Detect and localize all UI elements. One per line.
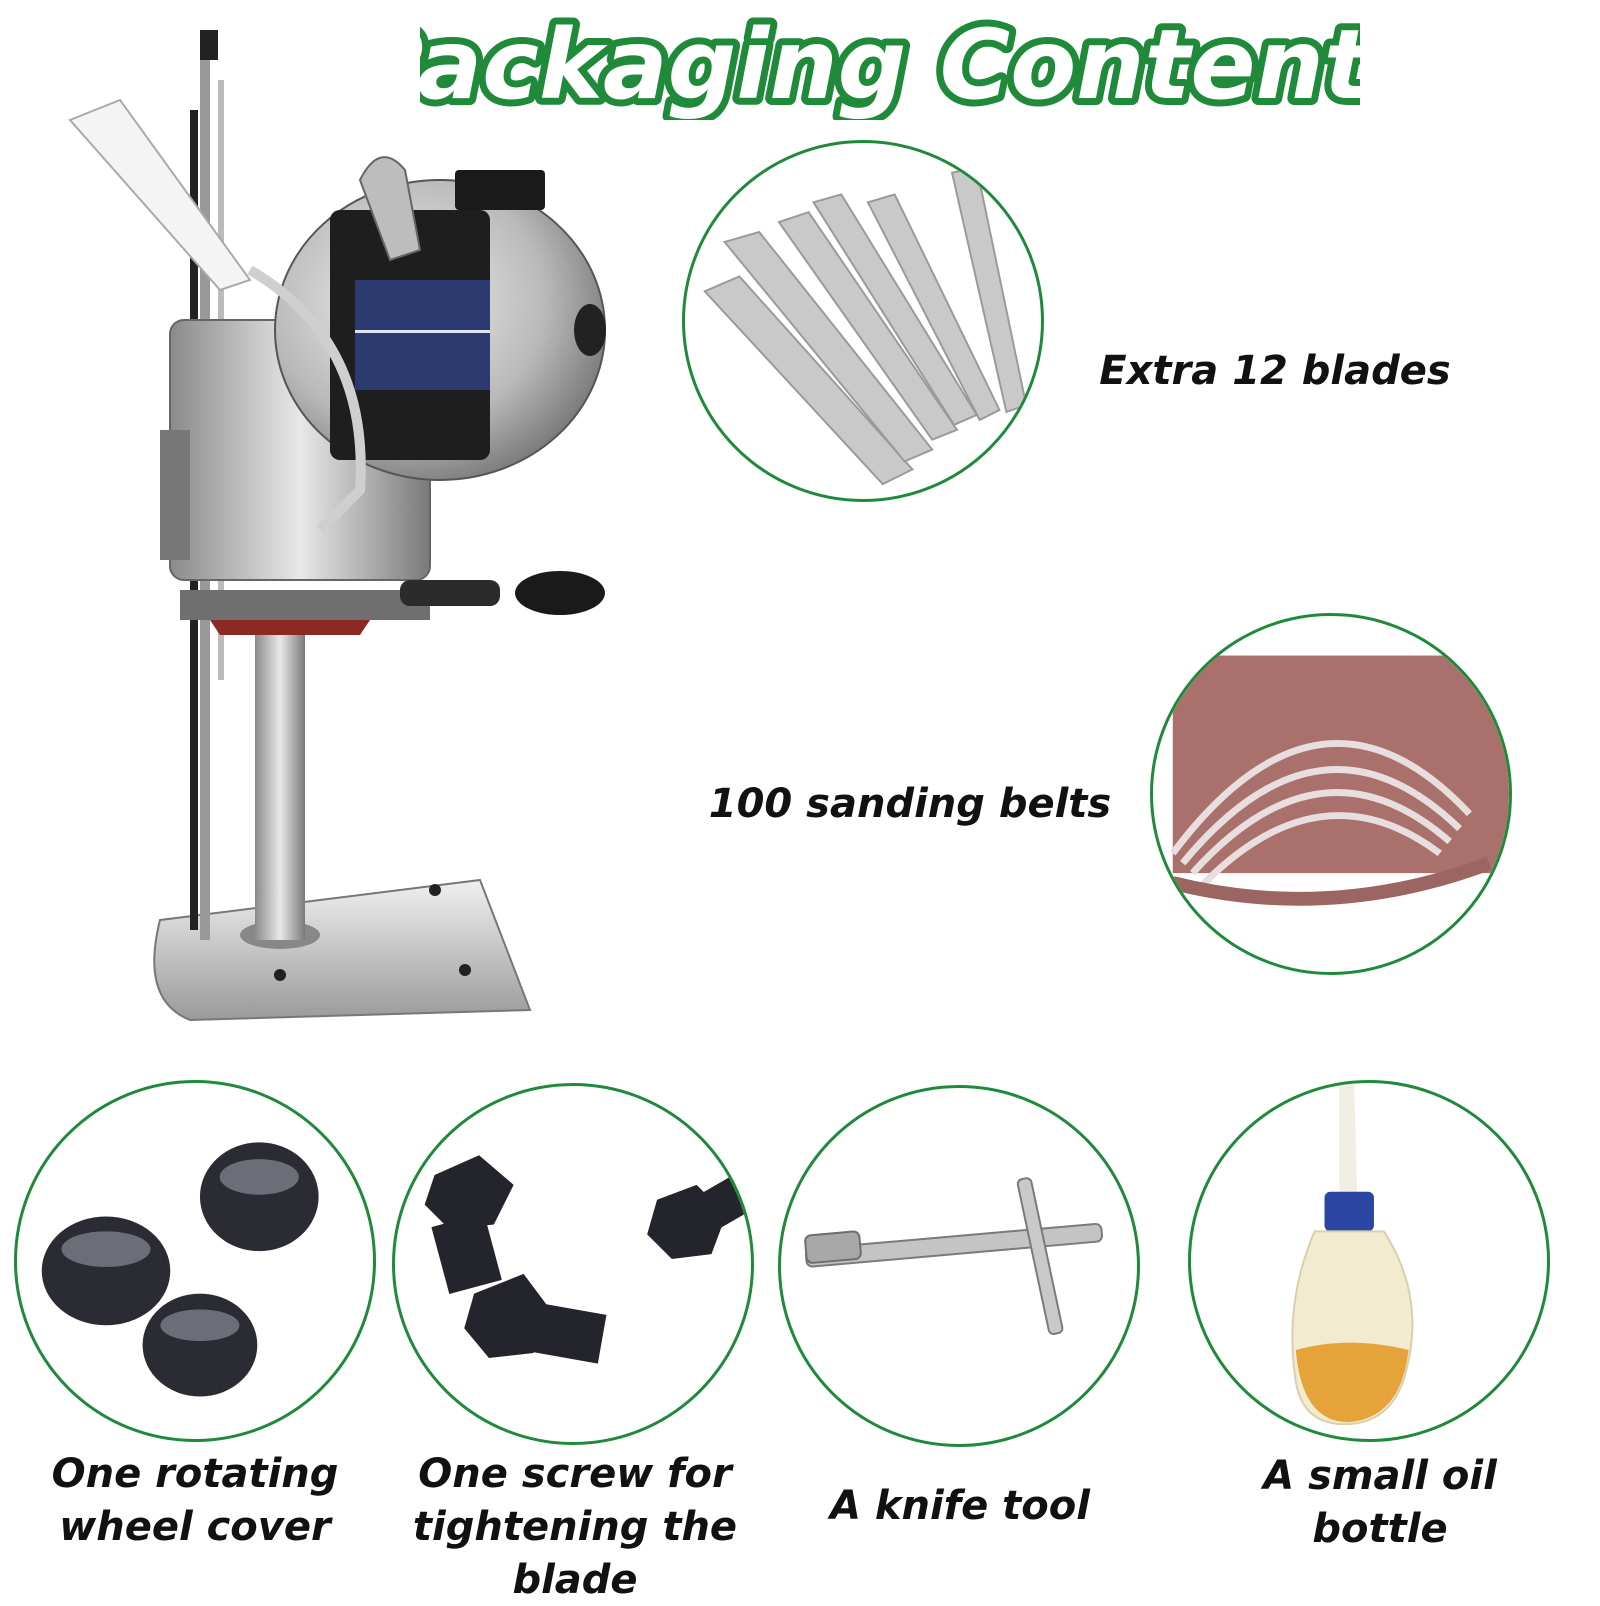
oil-bottle-label-line2: bottle (1312, 1505, 1448, 1552)
oil-bottle-circle (1188, 1080, 1550, 1442)
oil-bottle-label: A small oil bottle (1200, 1450, 1560, 1556)
blades-image (703, 166, 1028, 486)
screws-image (424, 1155, 751, 1364)
screw-label: One screw for tightening the blade (360, 1448, 790, 1606)
oil-bottle-image (1291, 1083, 1414, 1426)
screw-label-line1: One screw for (418, 1451, 732, 1497)
knife-tool-circle (778, 1085, 1140, 1447)
page-title-text: Packaging Contents (420, 10, 1360, 120)
knife-tool-label: A knife tool (830, 1483, 1090, 1529)
cutting-machine-image (60, 20, 620, 1050)
rubber-rings-image (41, 1142, 319, 1397)
screw-label-line2: tightening the blade (412, 1503, 738, 1603)
sanding-belts-image (1170, 655, 1509, 906)
oil-bottle-label-line1: A small oil (1263, 1453, 1497, 1499)
t-wrench-image (804, 1177, 1104, 1336)
wheel-cover-label-line1: One rotating (51, 1451, 339, 1497)
wheel-cover-label: One rotating wheel cover (20, 1448, 370, 1554)
blades-label: Extra 12 blades (1099, 348, 1451, 394)
blades-circle (682, 140, 1044, 502)
screw-circle (392, 1083, 754, 1445)
sanding-belts-label: 100 sanding belts (708, 781, 1112, 827)
wheel-cover-circle (14, 1080, 376, 1442)
sanding-belts-circle (1150, 613, 1512, 975)
wheel-cover-label-line2: wheel cover (59, 1503, 331, 1550)
page-title: Packaging Contents (420, 10, 1360, 120)
